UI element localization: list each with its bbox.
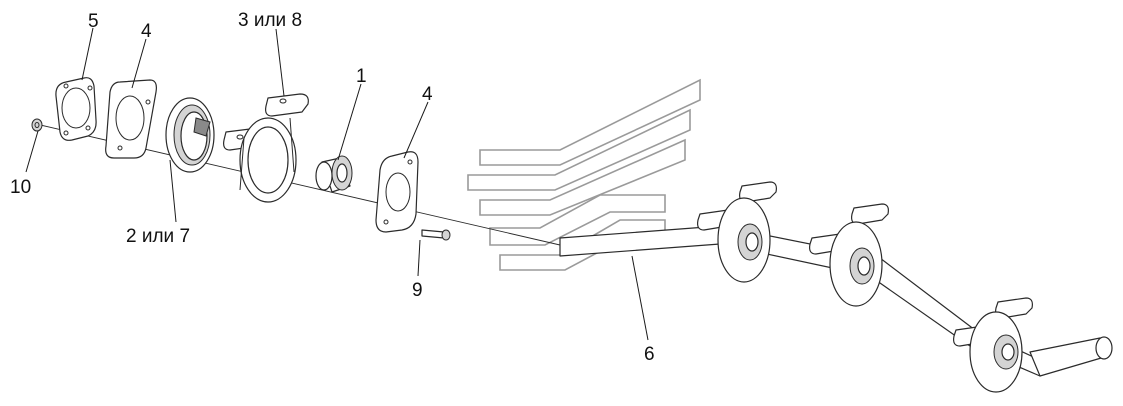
bolt-part-9 <box>421 229 451 241</box>
gasket-part-5 <box>55 77 97 141</box>
callout-6: 6 <box>644 344 655 365</box>
plate-part-4-left <box>105 79 157 159</box>
shaft-bracket-2 <box>809 203 889 307</box>
callout-9: 9 <box>412 280 423 301</box>
shaft-bracket-3 <box>953 297 1033 393</box>
nut-part-10 <box>31 118 43 132</box>
watermark-logo <box>467 78 701 271</box>
shaft-part-6 <box>559 181 1113 393</box>
callout-5: 5 <box>88 11 99 32</box>
callout-3-or-8: 3 или 8 <box>238 10 302 31</box>
callout-4-right: 4 <box>422 84 433 105</box>
shaft-bracket-1 <box>697 181 777 283</box>
plate-part-4-right <box>375 151 419 233</box>
bracket-part-3-or-8 <box>223 93 309 203</box>
callout-10: 10 <box>10 177 31 198</box>
callout-2-or-7: 2 или 7 <box>126 226 190 247</box>
leader-lines <box>25 27 649 341</box>
callout-labels: 5 4 3 или 8 1 4 10 2 или 7 9 6 <box>10 10 655 365</box>
ring-part-2-or-7 <box>165 97 215 173</box>
bushing-part-1 <box>315 155 353 193</box>
callout-1: 1 <box>356 66 367 87</box>
callout-4-left: 4 <box>141 21 152 42</box>
